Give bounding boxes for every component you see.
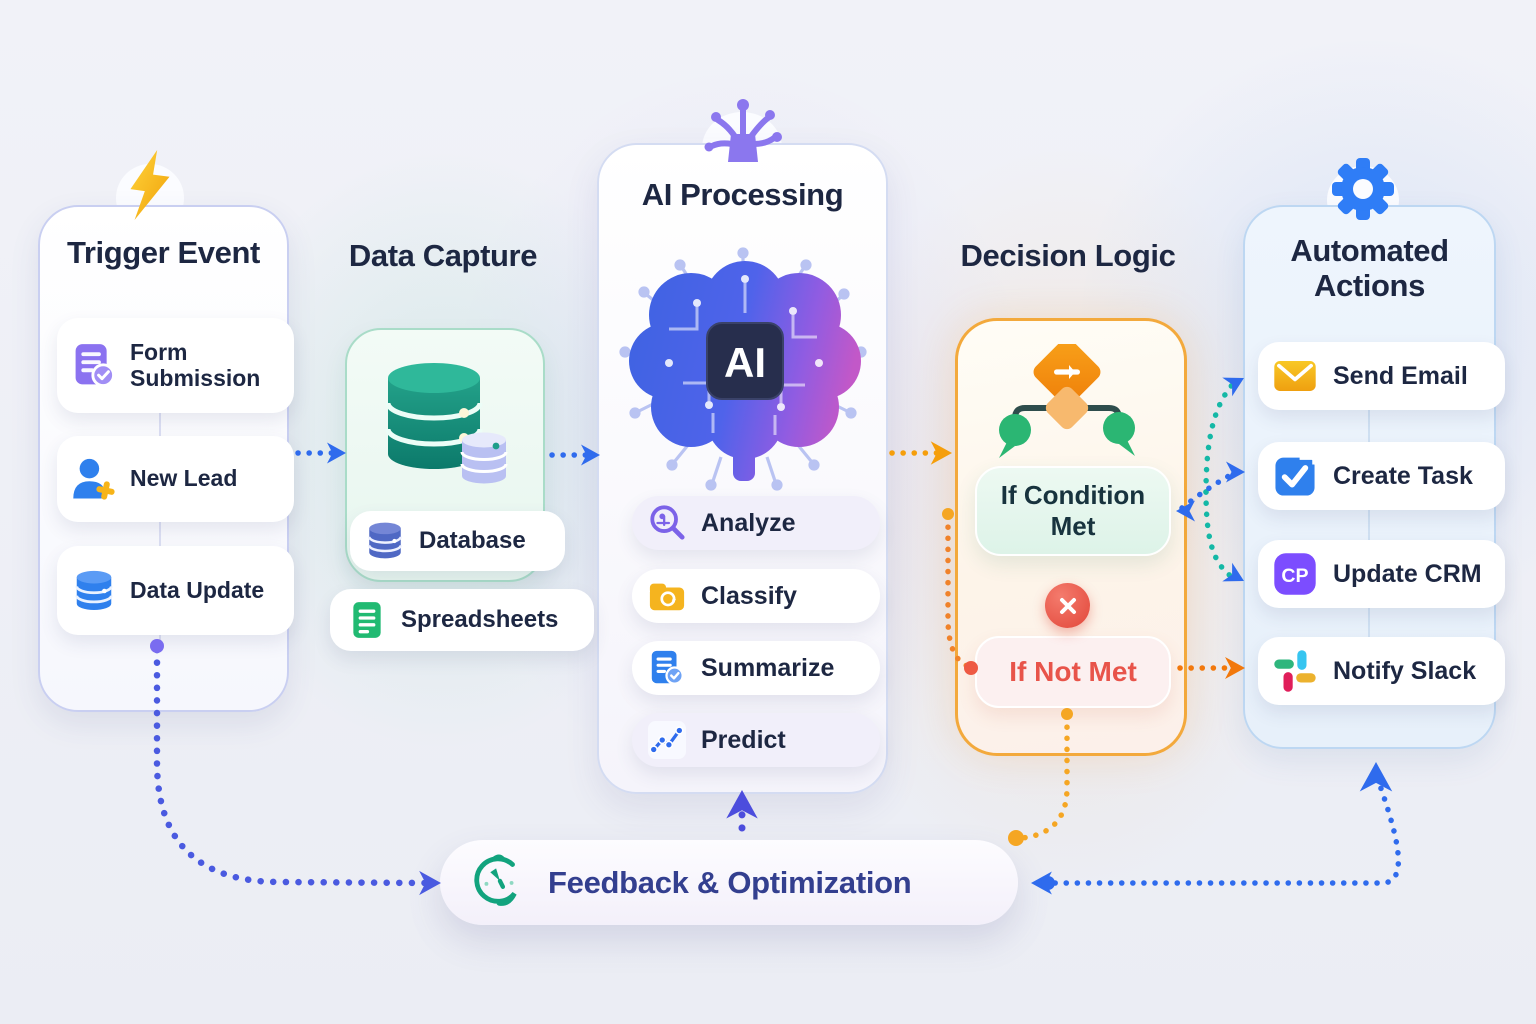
trend-chart-icon (648, 721, 686, 759)
action-item-notify-slack[interactable]: Notify Slack (1258, 637, 1505, 705)
clock-refresh-icon (470, 851, 528, 914)
folder-icon (648, 577, 686, 615)
ai-brain-icon: AI (619, 247, 867, 491)
actions-panel-title: Automated Actions (1290, 233, 1449, 304)
trigger-item-label: New Lead (130, 465, 238, 492)
x-circle-icon (1045, 583, 1090, 628)
action-item-create-task[interactable]: Create Task (1258, 442, 1505, 510)
database-icon (364, 520, 406, 562)
not-met-label: If Not Met (1009, 656, 1137, 687)
action-item-label: Notify Slack (1333, 657, 1477, 685)
decision-logic-title: Decision Logic (960, 238, 1176, 273)
lightning-icon (130, 150, 170, 220)
data-capture-item-spreadsheets[interactable]: Spreadsheets (330, 589, 594, 651)
action-item-update-crm[interactable]: CP Update CRM (1258, 540, 1505, 608)
database-icon (71, 568, 117, 614)
magnifier-icon (648, 504, 686, 542)
database-stack-icon (385, 363, 508, 484)
ai-step-classify[interactable]: Classify (632, 569, 880, 623)
ai-step-predict[interactable]: Predict (632, 713, 880, 767)
task-check-icon (1272, 453, 1318, 499)
ai-step-label: Summarize (701, 654, 835, 682)
feedback-label: Feedback & Optimization (548, 864, 912, 900)
spreadsheet-icon (346, 599, 388, 641)
trigger-event-panel: Trigger Event Form Submission (38, 205, 294, 712)
action-item-label: Send Email (1333, 362, 1468, 390)
envelope-icon (1272, 353, 1318, 399)
ai-step-analyze[interactable]: Analyze (632, 496, 880, 550)
trigger-item-label: Form Submission (130, 338, 261, 391)
not-met-box[interactable]: If Not Met (975, 636, 1171, 708)
data-capture-item-label: Database (419, 526, 526, 554)
ai-step-label: Predict (701, 726, 786, 754)
path-feedback-actions-loop (1041, 771, 1402, 886)
condition-met-label: If Condition Met (1000, 480, 1146, 541)
ai-step-label: Analyze (701, 509, 796, 537)
trigger-item-new-lead[interactable]: New Lead (57, 436, 294, 522)
document-check-icon (648, 649, 686, 687)
crm-badge-icon: CP (1272, 551, 1318, 597)
data-capture-item-label: Spreadsheets (401, 605, 559, 633)
form-document-icon (71, 343, 117, 389)
ai-processing-panel: AI Processing (597, 143, 888, 794)
crm-badge-label: CP (1281, 565, 1308, 587)
data-capture-item-database[interactable]: Database (350, 511, 565, 571)
action-item-send-email[interactable]: Send Email (1258, 342, 1505, 410)
automated-actions-panel: Automated Actions Send Email Create Task (1243, 205, 1505, 749)
feedback-optimization-bar[interactable]: Feedback & Optimization (440, 840, 1018, 925)
condition-met-box[interactable]: If Condition Met (975, 466, 1171, 556)
person-add-icon (71, 456, 117, 502)
ai-chip-label: AI (724, 339, 766, 386)
trigger-item-form-submission[interactable]: Form Submission (57, 318, 294, 413)
ai-step-summarize[interactable]: Summarize (632, 641, 880, 695)
trigger-item-data-update[interactable]: Data Update (57, 546, 294, 635)
action-item-label: Update CRM (1333, 560, 1482, 588)
trigger-panel-title: Trigger Event (67, 235, 260, 270)
decision-branch-icon (999, 344, 1135, 458)
arrow-cond-to-crm (1203, 489, 1235, 580)
ai-panel-title: AI Processing (641, 177, 844, 212)
arrow-cond-to-email (1203, 380, 1237, 495)
gear-icon (1332, 158, 1394, 220)
trigger-item-label: Data Update (130, 576, 265, 603)
arrow-cond-to-task (1179, 470, 1237, 511)
ai-step-label: Classify (701, 582, 797, 610)
neural-tree-icon (704, 99, 782, 162)
slack-icon (1272, 648, 1318, 694)
action-item-label: Create Task (1333, 462, 1473, 490)
data-capture-title: Data Capture (348, 238, 538, 273)
